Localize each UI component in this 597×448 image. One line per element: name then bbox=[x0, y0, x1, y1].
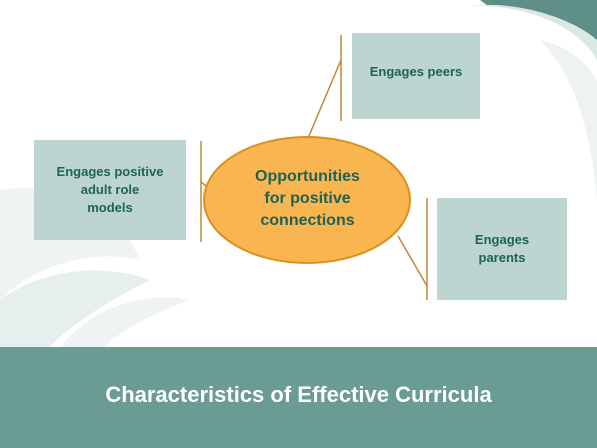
center-ellipse bbox=[203, 136, 411, 264]
node-parents-line-2: parents bbox=[478, 250, 526, 265]
node-adult-line-3: models bbox=[87, 200, 133, 215]
node-parents-line-1: Engages bbox=[474, 232, 530, 247]
node-adult-line-2: adult role bbox=[80, 182, 140, 197]
node-engages-peers-label: Engages peers bbox=[369, 64, 463, 79]
node-engages-parents: Engages parents bbox=[437, 198, 567, 300]
center-line-3: connections bbox=[260, 212, 355, 229]
node-engages-peers: Engages peers bbox=[352, 33, 480, 119]
title-bar bbox=[0, 347, 597, 448]
left-curve-3 bbox=[60, 297, 190, 347]
left-curve-2 bbox=[0, 270, 150, 347]
corner-swoosh-light bbox=[470, 4, 597, 61]
center-line-1: Opportunities bbox=[255, 168, 360, 185]
connectors bbox=[200, 35, 428, 300]
node-adult-line-1: Engages positive bbox=[56, 164, 164, 179]
corner-swoosh-dark bbox=[480, 0, 597, 60]
node-engages-adult-role-models: Engages positive adult role models bbox=[34, 140, 186, 240]
peers-connector bbox=[305, 59, 342, 144]
center-line-2: for positive bbox=[264, 190, 351, 207]
slide-title: Characteristics of Effective Curricula bbox=[105, 382, 492, 407]
parents-connector bbox=[397, 235, 428, 287]
center-node-label: Opportunities for positive connections bbox=[205, 137, 410, 261]
corner-swoosh-faint bbox=[540, 40, 597, 200]
